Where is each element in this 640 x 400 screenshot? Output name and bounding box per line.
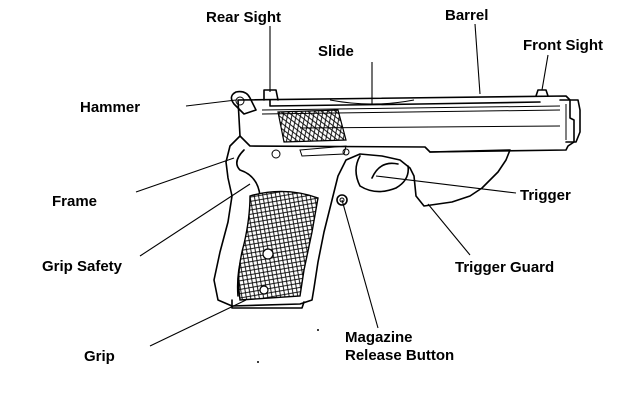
label-slide: Slide (318, 43, 354, 60)
leader-lines (135, 23, 549, 347)
label-trigger: Trigger (520, 187, 571, 204)
magazine-base (231, 299, 305, 309)
leader-frame (135, 157, 235, 193)
label-grip: Grip (84, 348, 115, 365)
hammer (230, 90, 257, 115)
leader-magazine-release (341, 199, 379, 329)
label-magazine-line2: Release Button (345, 347, 455, 364)
label-magazine-line1: Magazine (345, 329, 413, 346)
label-magazine-release-button: Magazine Release Button (345, 329, 454, 365)
label-trigger-guard: Trigger Guard (455, 259, 555, 276)
label-hammer: Hammer (80, 99, 141, 116)
leader-trigger (375, 175, 517, 194)
label-frame: Frame (52, 193, 98, 210)
slide-serrations (277, 109, 347, 143)
label-rear-sight: Rear Sight (206, 9, 282, 26)
grip-panel (237, 190, 319, 301)
front-sight (535, 89, 549, 97)
muzzle (559, 99, 581, 143)
rear-sight (263, 89, 279, 101)
leader-hammer (185, 99, 237, 107)
label-front-sight: Front Sight (523, 37, 603, 54)
label-grip-safety: Grip Safety (42, 258, 123, 275)
leader-front-sight (541, 54, 549, 91)
label-barrel: Barrel (445, 7, 489, 24)
leader-grip-safety (139, 183, 251, 257)
leader-grip (149, 299, 247, 347)
leader-barrel (474, 23, 481, 95)
leader-trigger-guard (427, 203, 471, 256)
